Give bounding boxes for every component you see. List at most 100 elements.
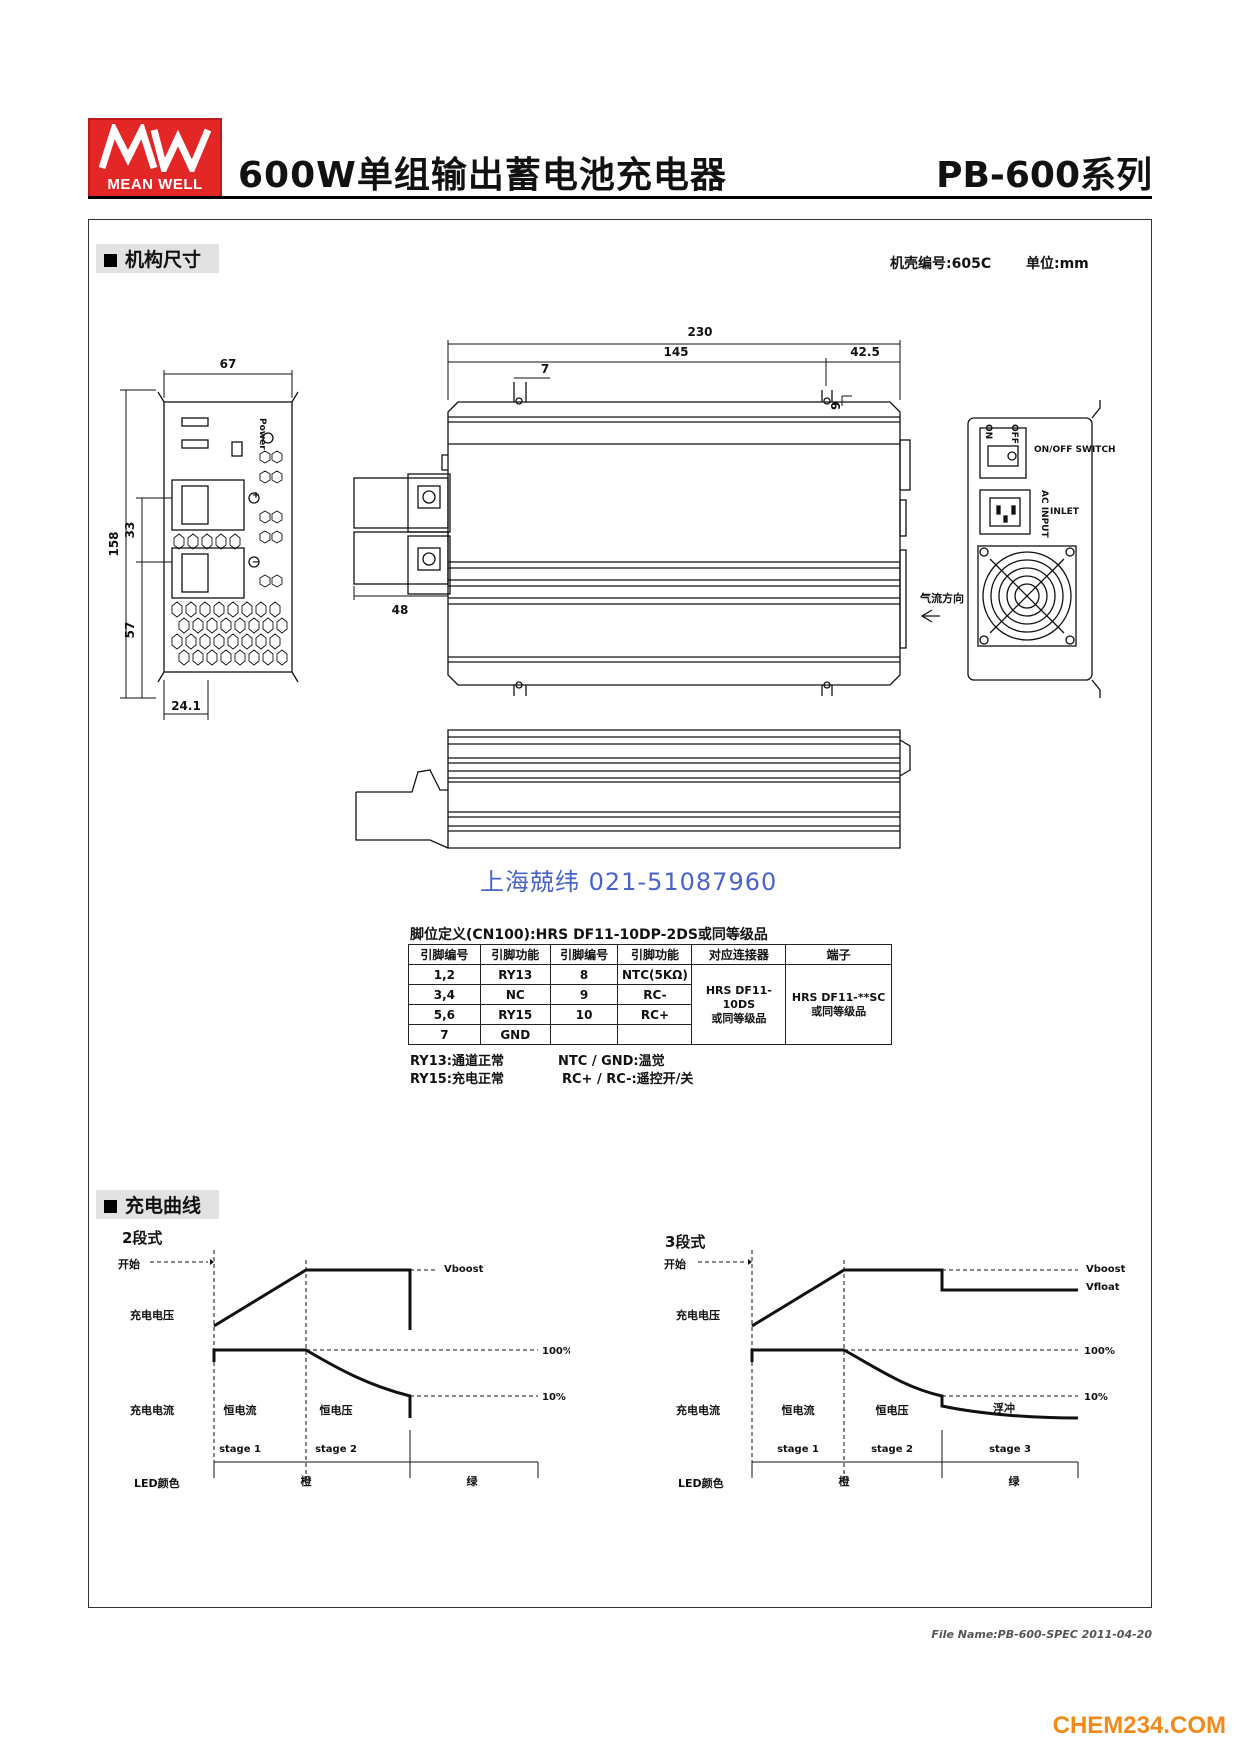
minus-label: − [252, 557, 260, 568]
pin-cell: 8 [549, 964, 619, 985]
end-view-left [157, 391, 299, 683]
dim-67: 67 [220, 357, 237, 371]
dimension-labels: 230 145 42.5 7 9 48 67 158 33 57 24.1 [107, 325, 880, 713]
header-cell: 引脚编号 [408, 944, 481, 965]
pin-cell: 3,4 [408, 984, 481, 1005]
three-stage-chart: 开始 充电电压 充电电流 Vboost Vfloat 100% 10% 恒电流 … [664, 1250, 1126, 1490]
corner-logo: CHEM234.COM [1052, 1712, 1226, 1739]
vboost-label: Vboost [444, 1264, 484, 1275]
pin-cell: 5,6 [408, 1004, 481, 1025]
header-cell: 引脚编号 [549, 944, 619, 965]
voltage-label: 充电电压 [676, 1308, 720, 1322]
dim-145: 145 [663, 345, 688, 359]
terminal-line: HRS DF11-**SC [791, 990, 886, 1004]
table-row: 5,6 RY15 10 RC+ [408, 1004, 892, 1025]
p10-label: 10% [542, 1392, 566, 1403]
dim-57: 57 [123, 622, 137, 639]
case-info: 机壳编号:605C [890, 256, 992, 272]
stage2-label: stage 2 [871, 1444, 913, 1455]
stage1-label: stage 1 [777, 1444, 819, 1455]
dim-158: 158 [107, 531, 121, 556]
green-label: 绿 [467, 1474, 479, 1488]
mean-well-logo: MEAN WELL [88, 118, 222, 198]
terminal-line: 或同等级品 [811, 1004, 867, 1018]
mw-logo-icon [98, 124, 212, 172]
mechanical-drawing: 230 145 42.5 7 9 48 67 158 33 57 24.1 Po… [107, 325, 1116, 849]
start-label: 开始 [664, 1257, 686, 1271]
onoff-switch-label: ON/OFF SWITCH [1034, 445, 1116, 455]
note-rc: RC+ / RC-:遥控开/关 [562, 1072, 694, 1087]
note-ntc: NTC / GND:温觉 [558, 1054, 665, 1069]
connector-line: 或同等级品 [711, 1011, 767, 1025]
pin-cell [549, 1024, 619, 1045]
orange-label: 橙 [839, 1474, 851, 1488]
side-view [355, 729, 911, 849]
vfloat-label: Vfloat [1086, 1282, 1120, 1293]
pin-table-header: 引脚编号 引脚功能 引脚编号 引脚功能 对应连接器 端子 [408, 944, 892, 965]
plus-label: + [252, 490, 260, 501]
two-stage-title: 2段式 [122, 1229, 163, 1247]
dim-33: 33 [123, 522, 137, 539]
top-view-main [353, 382, 911, 696]
pin-cell: RY15 [479, 1004, 551, 1025]
section-bullet-icon [104, 254, 117, 267]
header-cell: 引脚功能 [617, 944, 693, 965]
orange-label: 橙 [301, 1474, 313, 1488]
table-row: 1,2 RY13 8 NTC(5KΩ) HRS DF11-10DS 或同等级品 … [408, 964, 892, 1045]
document-title: 600W单组输出蓄电池充电器 [238, 155, 727, 196]
pin-cell [617, 1024, 693, 1045]
watermark-text: 上海兢纬 021-51087960 [480, 868, 778, 896]
pin-table: 引脚编号 引脚功能 引脚编号 引脚功能 对应连接器 端子 1,2 RY13 8 … [408, 944, 892, 1045]
current-label: 充电电流 [130, 1403, 174, 1417]
title-rule [88, 196, 1152, 199]
pin-cell: 9 [549, 984, 619, 1005]
airflow-label: 气流方向 [919, 591, 964, 605]
float-label: 浮冲 [993, 1401, 1015, 1415]
cc-label: 恒电流 [224, 1403, 257, 1417]
on-label: ON [983, 424, 993, 439]
pin-cell: GND [479, 1024, 551, 1045]
green-label: 绿 [1009, 1474, 1021, 1488]
dim-24-1: 24.1 [171, 699, 201, 713]
pin-cell: RC- [617, 984, 693, 1005]
stage2-label: stage 2 [315, 1444, 357, 1455]
content-frame [88, 219, 1152, 1608]
off-label: OFF [1009, 424, 1019, 444]
stage3-label: stage 3 [989, 1444, 1031, 1455]
table-row: 3,4 NC 9 RC- [408, 984, 892, 1005]
brand-name: MEAN WELL [107, 176, 203, 193]
pin-cell: 1,2 [408, 964, 481, 985]
three-stage-title: 3段式 [665, 1233, 706, 1251]
cv-label: 恒电压 [320, 1403, 353, 1417]
power-label: Power [257, 418, 267, 450]
section-mechanical: 机构尺寸 [96, 244, 220, 273]
note-ry15: RY15:充电正常 [410, 1072, 505, 1087]
pin-caption: 脚位定义(CN100):HRS DF11-10DP-2DS或同等级品 [410, 927, 768, 943]
led-label: LED颜色 [678, 1476, 724, 1490]
dim-42-5: 42.5 [850, 345, 880, 359]
inlet-label: INLET [1050, 507, 1080, 517]
section-charging-curve: 充电曲线 [96, 1190, 220, 1219]
note-ry13: RY13:通道正常 [410, 1054, 505, 1069]
pin-cell: RC+ [617, 1004, 693, 1025]
p100-label: 100% [1084, 1346, 1115, 1357]
header-cell: 对应连接器 [691, 944, 787, 965]
dim-48: 48 [392, 603, 409, 617]
pin-cell: NTC(5KΩ) [617, 964, 693, 985]
p10-label: 10% [1084, 1392, 1108, 1403]
cv-label: 恒电压 [876, 1403, 909, 1417]
cc-label: 恒电流 [782, 1403, 815, 1417]
vent-pattern-left [171, 450, 288, 666]
unit-info: 单位:mm [1026, 256, 1089, 272]
terminal-cell: HRS DF11-**SC 或同等级品 [785, 964, 892, 1045]
voltage-label: 充电电压 [130, 1308, 174, 1322]
current-label: 充电电流 [676, 1403, 720, 1417]
p100-label: 100% [542, 1346, 570, 1357]
start-label: 开始 [118, 1257, 140, 1271]
ac-input-label: AC INPUT [1039, 490, 1049, 538]
pin-cell: 10 [549, 1004, 619, 1025]
two-stage-chart: 开始 充电电压 充电电流 Vboost 100% 10% 恒电流 恒电压 sta… [118, 1250, 570, 1490]
header-cell: 端子 [785, 944, 892, 965]
panel-labels: Power + − ON OFF ON/OFF SWITCH AC INPUT … [252, 418, 1116, 605]
end-view-right [967, 400, 1101, 698]
